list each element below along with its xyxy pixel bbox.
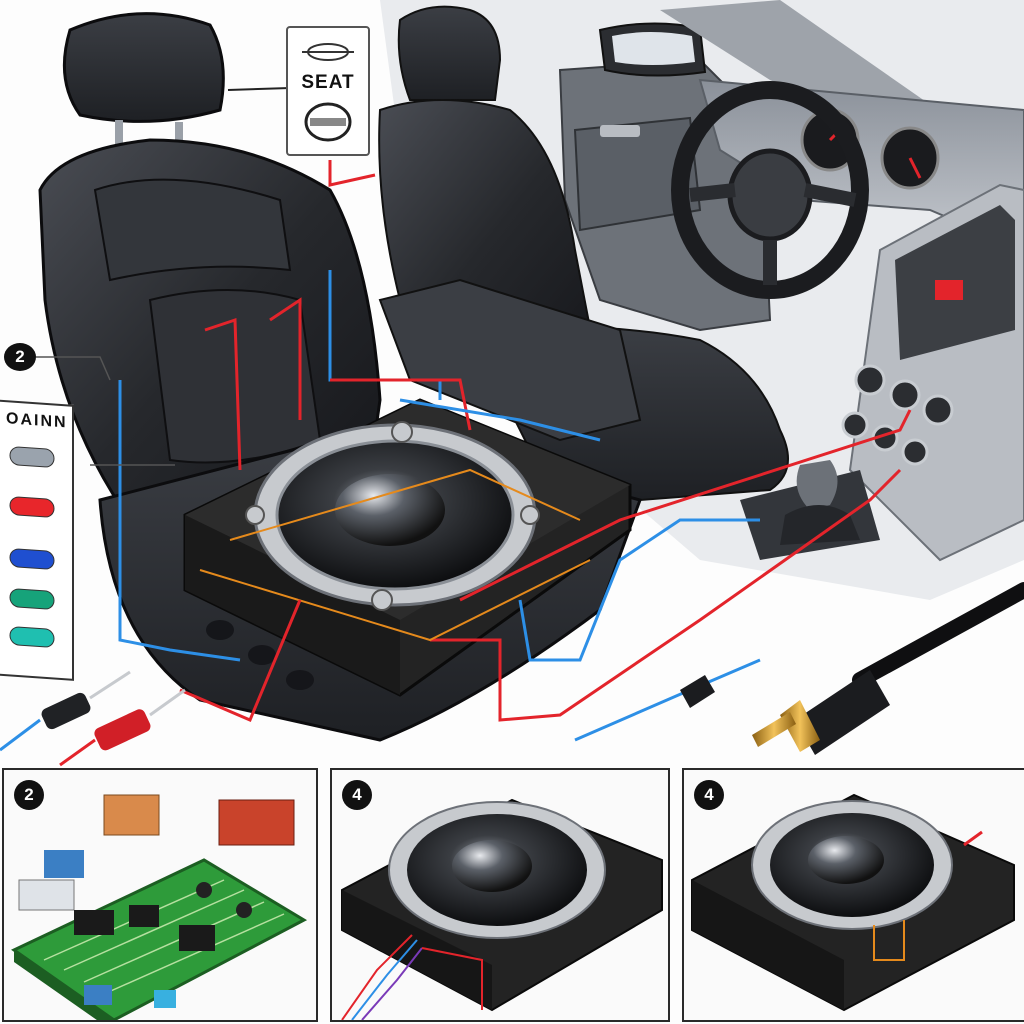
wire-connectors [0,670,186,767]
panel-badge: 4 [694,780,724,810]
speaker-box [183,398,632,697]
speaker-box-illustration [691,793,1015,1012]
circuit-board-illustration [11,794,308,1020]
seat-label-text: SEAT [301,72,355,93]
legend-swatch-gray [9,446,55,468]
wire-legend-card: OAINN [0,399,74,681]
main-illustration [0,0,1024,767]
passenger-seat [378,5,789,502]
panel-circuit-board: 2 [2,768,318,1022]
legend-swatch-green [9,588,55,610]
legend-swatch-teal [9,626,55,648]
seat-label-leader [227,87,291,91]
seat-emblem-icon [302,43,354,61]
main-step-badge: 2 [4,343,36,371]
legend-swatch-red [9,496,55,518]
panel-badge: 4 [342,780,372,810]
legend-swatch-blue [9,548,55,570]
panel-speaker-box: 4 [682,768,1024,1022]
panel-speaker-box-wired: 4 [330,768,670,1022]
rca-plug [680,582,1024,755]
legend-title: OAINN [6,410,68,432]
seat-label-card: SEAT [286,26,370,156]
speaker-box-wired-illustration [341,798,663,1020]
seat-dial-icon [304,102,352,142]
wiring [118,160,912,742]
badge-leader [36,356,111,381]
panel-badge: 2 [14,780,44,810]
legend-swatches [9,446,55,648]
